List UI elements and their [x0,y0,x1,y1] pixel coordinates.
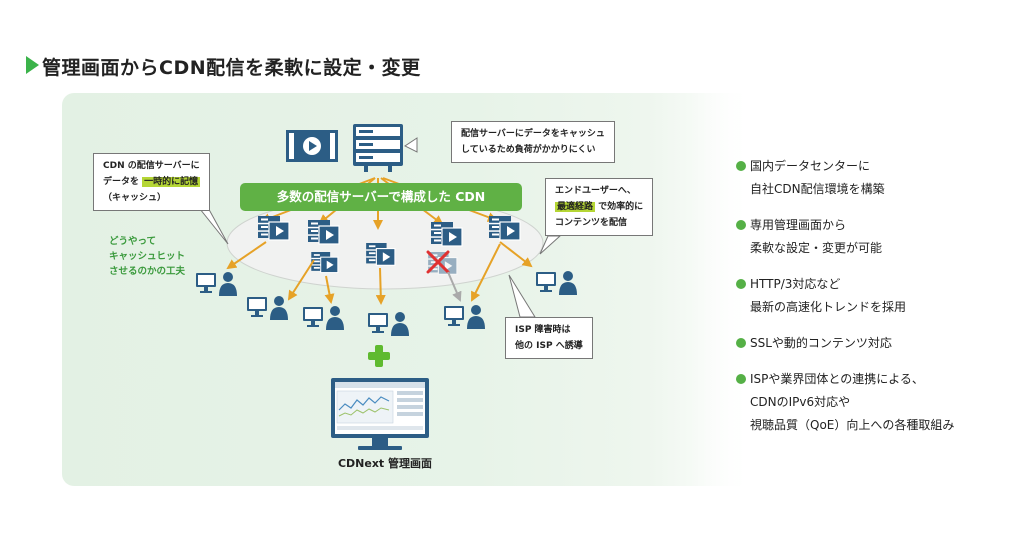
feature-text: 専用管理画面から [750,218,847,232]
management-monitor-icon [331,378,429,450]
bullet-dot-icon [736,279,746,289]
feature-list: 国内データセンターに 自社CDN配信環境を構築 専用管理画面から 柔軟な設定・変… [736,155,1016,450]
tip-line: どうやって [109,236,157,247]
cache-callout-line: CDN の配信サーバーに [103,161,200,171]
monitor-label: CDNext 管理画面 [337,457,433,470]
failure-x-icon [426,250,450,274]
cache-highlight: 一時的に記憶 [142,177,201,187]
route-callout-line: コンテンツを配信 [555,218,628,228]
end-user-icon [444,305,485,329]
title-marker-icon [26,56,39,74]
feature-text: SSLや動的コンテンツ対応 [750,336,892,350]
bullet-dot-icon [736,220,746,230]
feature-item: 専用管理画面から 柔軟な設定・変更が可能 [736,214,1016,260]
feature-line: 自社CDN配信環境を構築 [750,182,885,196]
cache-callout: CDN の配信サーバーに データを 一時的に記憶 （キャッシュ） [93,153,211,211]
route-callout: エンドユーザーへ、 最適経路 で効率的に コンテンツを配信 [545,178,654,236]
cdn-banner: 多数の配信サーバーで構成した CDN [240,183,522,211]
feature-line: SSLや動的コンテンツ対応 [736,332,1016,355]
feature-text: HTTP/3対応など [750,277,841,291]
bullet-dot-icon [736,161,746,171]
feature-line: 柔軟な設定・変更が可能 [750,241,883,255]
isp-callout-line: ISP 障害時は [515,325,571,335]
feature-line: 視聴品質（QoE）向上への各種取組み [750,418,955,432]
panel-fade [690,93,760,486]
origin-callout-line: 配信サーバーにデータをキャッシュ [461,129,605,139]
feature-line: 最新の高速化トレンドを採用 [750,300,907,314]
page-title: 管理画面からCDN配信を柔軟に設定・変更 [42,57,421,79]
feature-line: ISPや業界団体との連携による、 [736,368,1016,391]
cache-callout-line: データを 一時的に記憶 [103,174,201,190]
feature-line: 専用管理画面から [736,214,1016,237]
feature-line: 国内データセンターに [736,155,1016,178]
origin-callout: 配信サーバーにデータをキャッシュ しているため負荷がかかりにくい [451,121,615,163]
isp-callout: ISP 障害時は 他の ISP へ誘導 [505,317,593,359]
plus-icon [368,345,390,367]
feature-line: HTTP/3対応など [736,273,1016,296]
route-callout-text: で効率的に [595,202,644,212]
origin-server-rack-icon [353,124,403,172]
origin-media-icon [286,130,338,162]
route-callout-line: 最適経路 で効率的に [555,199,643,215]
tip-line: させるのかの工夫 [109,266,186,277]
route-callout-line: エンドユーザーへ、 [555,186,636,196]
feature-item: 国内データセンターに 自社CDN配信環境を構築 [736,155,1016,201]
feature-item: ISPや業界団体との連携による、 CDNのIPv6対応や 視聴品質（QoE）向上… [736,368,1016,437]
tip-text: どうやって キャッシュヒット させるのかの工夫 [109,234,185,279]
feature-line: CDNのIPv6対応や [750,395,851,409]
tip-line: キャッシュヒット [109,251,186,262]
cache-callout-line: （キャッシュ） [103,193,167,203]
origin-callout-line: しているため負荷がかかりにくい [461,145,596,155]
end-user-icon [196,272,237,296]
end-user-icon [536,271,577,295]
feature-item: SSLや動的コンテンツ対応 [736,332,1016,355]
cache-callout-text: データを [103,177,143,187]
feature-text: 国内データセンターに [750,159,871,173]
end-user-icon [247,296,288,320]
bullet-dot-icon [736,374,746,384]
route-highlight: 最適経路 [555,202,596,212]
end-user-icon [368,312,409,336]
feature-text: ISPや業界団体との連携による、 [750,372,924,386]
bullet-dot-icon [736,338,746,348]
feature-item: HTTP/3対応など 最新の高速化トレンドを採用 [736,273,1016,319]
isp-callout-line: 他の ISP へ誘導 [515,341,583,351]
cdn-diagram [194,124,577,450]
end-user-icon [303,306,344,330]
